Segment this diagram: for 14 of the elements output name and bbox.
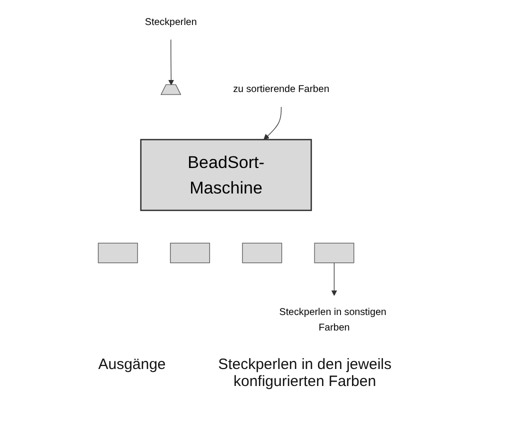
node-box: BeadSort-Maschine — [140, 138, 312, 212]
note-text: Steckperlen in den jeweils konfigurierten Farben — [217, 356, 392, 390]
node-box — [242, 242, 282, 264]
node-box — [170, 242, 210, 264]
arrow — [331, 262, 338, 296]
arrow — [264, 106, 282, 140]
node-text: zu sortierende Farben — [233, 84, 330, 95]
node-box — [98, 242, 138, 264]
node-text: Steckperlen — [145, 16, 198, 28]
node-trapezoid — [160, 84, 182, 95]
note-text: Ausgänge — [98, 356, 166, 375]
node-text: Steckperlen in sonstigen Farben — [279, 306, 387, 333]
arrow — [168, 39, 174, 86]
node-box — [314, 242, 354, 264]
